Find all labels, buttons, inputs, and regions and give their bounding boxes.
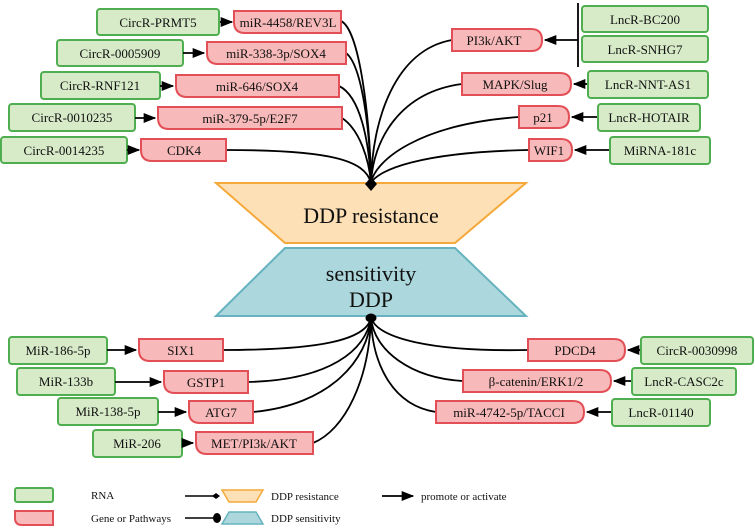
svg-text:miR-4742-5p/TACCI: miR-4742-5p/TACCI [453,405,565,420]
svg-text:MiR-138-5p: MiR-138-5p [76,404,141,419]
sensitivity-left-pairs: MiR-186-5p SIX1 MiR-133b GSTP1 MiR-138-5… [8,336,314,458]
sensitivity-label-line2: DDP [349,287,393,312]
svg-text:MAPK/Slug: MAPK/Slug [482,77,548,92]
svg-text:miR-4458/REV3L: miR-4458/REV3L [240,15,337,30]
resistance-right-pairs: PI3k/AKT LncR-BC200 LncR-SNHG7 MAPK/Slug… [451,3,711,165]
resistance-edges [225,20,530,191]
svg-text:GSTP1: GSTP1 [187,375,225,390]
svg-text:CircR-PRMT5: CircR-PRMT5 [119,15,196,30]
pair-lncr-nnt-as1: MAPK/Slug LncR-NNT-AS1 [461,70,709,99]
svg-text:CircR-0030998: CircR-0030998 [657,343,738,358]
svg-text:LncR-01140: LncR-01140 [628,405,693,420]
pair-lncr-hotair: p21 LncR-HOTAIR [518,103,701,132]
svg-text:MiRNA-181c: MiRNA-181c [624,143,696,158]
pair-circr-0030998: PDCD4 CircR-0030998 [527,336,754,365]
pair-circr-rnf121: CircR-RNF121 miR-646/SOX4 [40,71,340,100]
resistance-label: DDP resistance [303,203,438,228]
svg-text:MiR-133b: MiR-133b [39,374,93,389]
legend-resistance: DDP resistance [271,491,339,503]
svg-text:LncR-HOTAIR: LncR-HOTAIR [608,110,690,125]
pair-mirna-181c: WIF1 MiRNA-181c [528,136,711,165]
svg-text:miR-338-3p/SOX4: miR-338-3p/SOX4 [226,46,326,61]
svg-text:LncR-SNHG7: LncR-SNHG7 [607,42,683,57]
legend: RNA Gene or Pathways DDP resistance DDP … [14,487,507,526]
svg-text:CircR-RNF121: CircR-RNF121 [60,78,140,93]
pair-circr-0010235: CircR-0010235 miR-379-5p/E2F7 [8,103,343,132]
legend-sensitivity: DDP sensitivity [271,513,341,525]
svg-text:LncR-BC200: LncR-BC200 [610,12,680,27]
svg-text:MiR-206: MiR-206 [113,436,161,451]
svg-text:β-catenin/ERK1/2: β-catenin/ERK1/2 [489,374,584,389]
sensitivity-trapezoid [213,247,529,317]
svg-text:PDCD4: PDCD4 [554,343,596,358]
svg-text:CircR-0005909: CircR-0005909 [80,46,161,61]
pair-circr-0014235: CircR-0014235 CDK4 [0,136,227,164]
svg-text:MET/PI3k/AKT: MET/PI3k/AKT [211,436,297,451]
svg-text:SIX1: SIX1 [167,343,194,358]
legend-rna: RNA [91,490,114,502]
svg-text:miR-379-5p/E2F7: miR-379-5p/E2F7 [202,111,298,126]
sensitivity-label-line1: sensitivity [326,261,416,286]
svg-text:CircR-0014235: CircR-0014235 [24,143,105,158]
sensitivity-edges [222,313,529,444]
svg-text:LncR-CASC2c: LncR-CASC2c [644,374,724,389]
pair-pi3k-akt: PI3k/AKT LncR-BC200 LncR-SNHG7 [451,3,709,67]
pair-lncr-casc2c: β-catenin/ERK1/2 LncR-CASC2c [462,367,737,396]
pair-circr-prmt5: CircR-PRMT5 miR-4458/REV3L [96,8,342,36]
pair-mir-186-5p: MiR-186-5p SIX1 [8,336,224,365]
legend-promote: promote or activate [421,491,507,503]
pair-mir-138-5p: MiR-138-5p ATG7 [57,397,254,426]
svg-text:LncR-NNT-AS1: LncR-NNT-AS1 [605,77,691,92]
pair-lncr-01140: miR-4742-5p/TACCI LncR-01140 [435,398,711,427]
svg-text:p21: p21 [533,110,553,125]
svg-text:CDK4: CDK4 [167,143,201,158]
svg-text:WIF1: WIF1 [534,143,564,158]
svg-text:CircR-0010235: CircR-0010235 [32,110,113,125]
resistance-trapezoid [213,182,529,244]
pair-circr-0005909: CircR-0005909 miR-338-3p/SOX4 [56,39,347,67]
sensitivity-right-pairs: PDCD4 CircR-0030998 β-catenin/ERK1/2 Lnc… [435,336,754,427]
resistance-left-pairs: CircR-PRMT5 miR-4458/REV3L CircR-0005909… [0,8,347,164]
svg-text:miR-646/SOX4: miR-646/SOX4 [216,79,299,94]
svg-text:ATG7: ATG7 [205,405,237,420]
legend-gene: Gene or Pathways [91,513,171,525]
svg-text:MiR-186-5p: MiR-186-5p [26,343,91,358]
svg-text:PI3k/AKT: PI3k/AKT [467,33,522,48]
pair-mir-206: MiR-206 MET/PI3k/AKT [92,429,314,458]
pair-mir-133b: MiR-133b GSTP1 [16,367,249,396]
